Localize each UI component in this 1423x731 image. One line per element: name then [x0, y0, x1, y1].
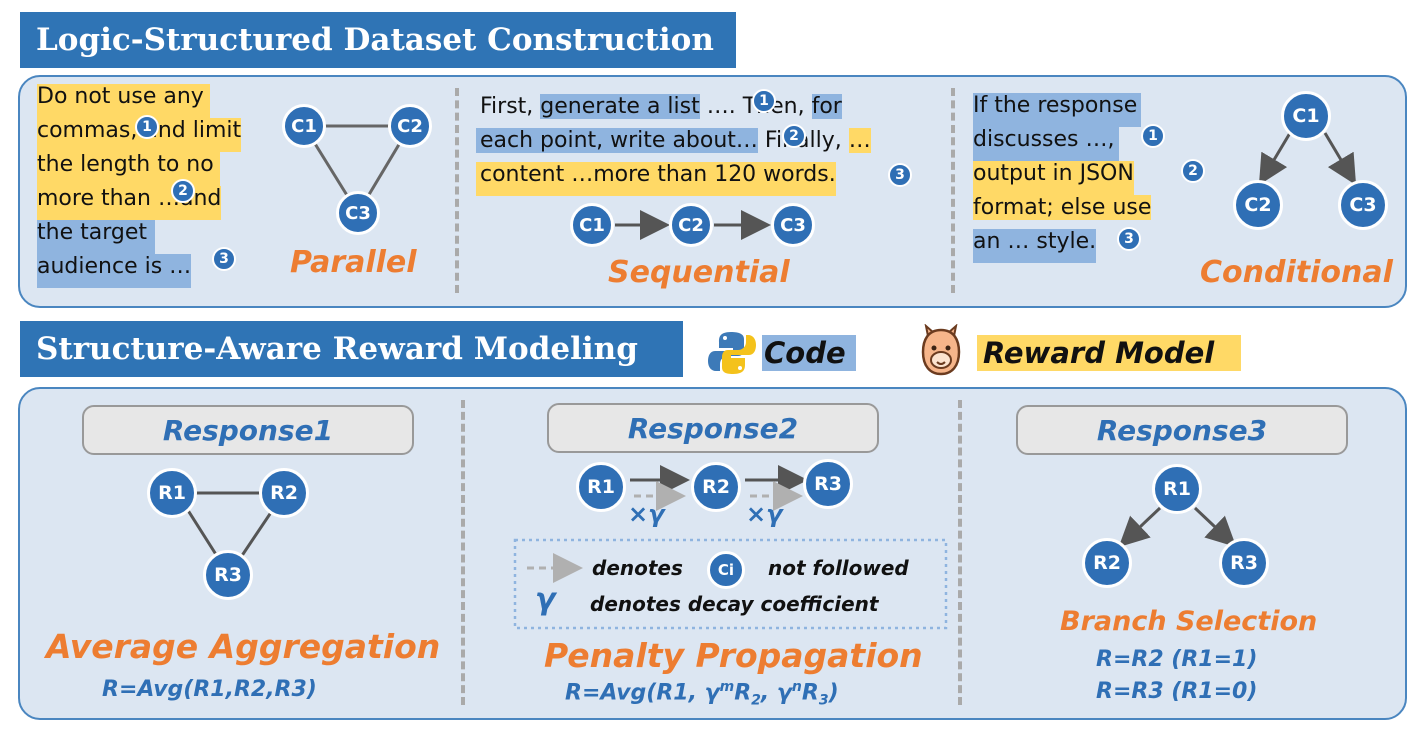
- marker-1: 1: [752, 89, 776, 113]
- formula-part: R=Avg(R1, γ: [565, 680, 720, 706]
- parallel-line: the target: [37, 220, 155, 254]
- decay-label-1: ×γ: [628, 500, 664, 528]
- response3-title: Response3: [1016, 405, 1348, 455]
- marker-2: 2: [782, 124, 806, 148]
- legend-reward-model-label: Reward Model: [977, 335, 1241, 371]
- sequential-line-1: First, generate a list …. Then, for: [480, 94, 842, 128]
- sequential-node-c3: C3: [771, 203, 815, 247]
- legend-code-label: Code: [762, 335, 856, 371]
- seq-highlight: …: [848, 128, 871, 153]
- parallel-node-c3: C3: [336, 191, 380, 235]
- response2-method: Penalty Propagation: [544, 636, 923, 675]
- parallel-node-c2: C2: [388, 104, 432, 148]
- conditional-label: Conditional: [1200, 255, 1393, 290]
- parallel-line: audience is …: [37, 254, 192, 288]
- marker-2: 2: [1181, 159, 1205, 183]
- conditional-node-c1: C1: [1281, 91, 1331, 141]
- formula-sub: 3: [818, 692, 829, 709]
- formula-sup: n: [791, 679, 802, 695]
- legend-denotes: denotes: [592, 556, 683, 580]
- response2-node-r1: R1: [576, 462, 626, 512]
- seq-highlight: for: [811, 94, 842, 119]
- marker-3: 3: [212, 247, 236, 271]
- decay-label-2: ×γ: [746, 500, 782, 528]
- response3-method: Branch Selection: [1060, 606, 1318, 637]
- reward-separator-1: [461, 400, 465, 705]
- sequential-node-c1: C1: [570, 203, 614, 247]
- legend-ci-node: Ci: [707, 551, 745, 589]
- formula-part: R: [801, 680, 819, 706]
- parallel-line: Do not use any: [37, 84, 210, 118]
- conditional-node-c2: C2: [1233, 180, 1283, 230]
- response2-title: Response2: [547, 403, 879, 453]
- llama-icon: [921, 324, 961, 376]
- conditional-line: If the response: [973, 93, 1142, 127]
- conditional-line-4: format; else use: [973, 195, 1152, 229]
- marker-1: 1: [1141, 124, 1165, 148]
- legend-gamma-symbol: γ: [535, 582, 556, 617]
- marker-2: 2: [171, 179, 195, 203]
- conditional-node-c3: C3: [1338, 180, 1388, 230]
- conditional-line: output in JSON: [973, 161, 1134, 195]
- formula-part: , γ: [760, 680, 792, 706]
- conditional-line: discusses …,: [973, 127, 1119, 161]
- formula-sup: m: [719, 679, 735, 695]
- response2-formula: R=Avg(R1, γmR2, γnR3): [565, 679, 839, 709]
- reward-separator-2: [958, 400, 962, 705]
- response1-node-r2: R2: [259, 468, 309, 518]
- response1-method: Average Aggregation: [46, 627, 441, 666]
- formula-sub: 2: [751, 692, 761, 709]
- legend-not-followed: not followed: [768, 556, 909, 580]
- conditional-highlight: format; else use: [973, 195, 1152, 220]
- decay-label-text: ×γ: [628, 500, 665, 528]
- sequential-node-c2: C2: [669, 203, 713, 247]
- parallel-label: Parallel: [290, 245, 417, 280]
- parallel-node-c1: C1: [282, 104, 326, 148]
- seq-highlight: generate a list: [540, 94, 700, 119]
- response3-formula-2: R=R3 (R1=0): [1096, 679, 1258, 704]
- sequential-label: Sequential: [608, 255, 790, 290]
- response1-title: Response1: [82, 405, 414, 455]
- section2-header: Structure-Aware Reward Modeling: [20, 321, 683, 377]
- marker-3: 3: [1117, 227, 1141, 251]
- seq-highlight: each point, write about…: [476, 128, 758, 153]
- dataset-separator-1: [455, 88, 459, 293]
- sequential-line-3: content …more than 120 words.: [476, 162, 836, 196]
- python-logo-icon: [708, 332, 756, 374]
- response1-node-r1: R1: [147, 468, 197, 518]
- response3-node-r2: R2: [1082, 538, 1132, 588]
- legend-decay-text: denotes decay coefficient: [590, 592, 879, 616]
- sequential-line-2: each point, write about… Finally, …: [476, 128, 871, 162]
- response3-node-r3: R3: [1219, 538, 1269, 588]
- marker-3: 3: [888, 163, 912, 187]
- response3-node-r1: R1: [1152, 464, 1202, 514]
- response2-node-r3: R3: [803, 459, 853, 509]
- marker-1: 1: [135, 115, 159, 139]
- conditional-line: an … style.: [973, 229, 1097, 263]
- response1-node-r3: R3: [203, 550, 253, 600]
- response3-formula-1: R=R2 (R1=1): [1096, 647, 1258, 672]
- decay-label-text: ×γ: [746, 500, 783, 528]
- dataset-separator-2: [951, 88, 955, 293]
- section1-header: Logic-Structured Dataset Construction: [20, 12, 736, 68]
- section1-title: Logic-Structured Dataset Construction: [36, 22, 714, 58]
- parallel-line: the length to no: [37, 152, 220, 186]
- seq-text: First,: [480, 94, 541, 119]
- section2-title: Structure-Aware Reward Modeling: [36, 331, 638, 367]
- response2-node-r2: R2: [691, 462, 741, 512]
- formula-part: R: [734, 680, 752, 706]
- response1-formula: R=Avg(R1,R2,R3): [102, 677, 317, 702]
- formula-part: ): [828, 680, 839, 706]
